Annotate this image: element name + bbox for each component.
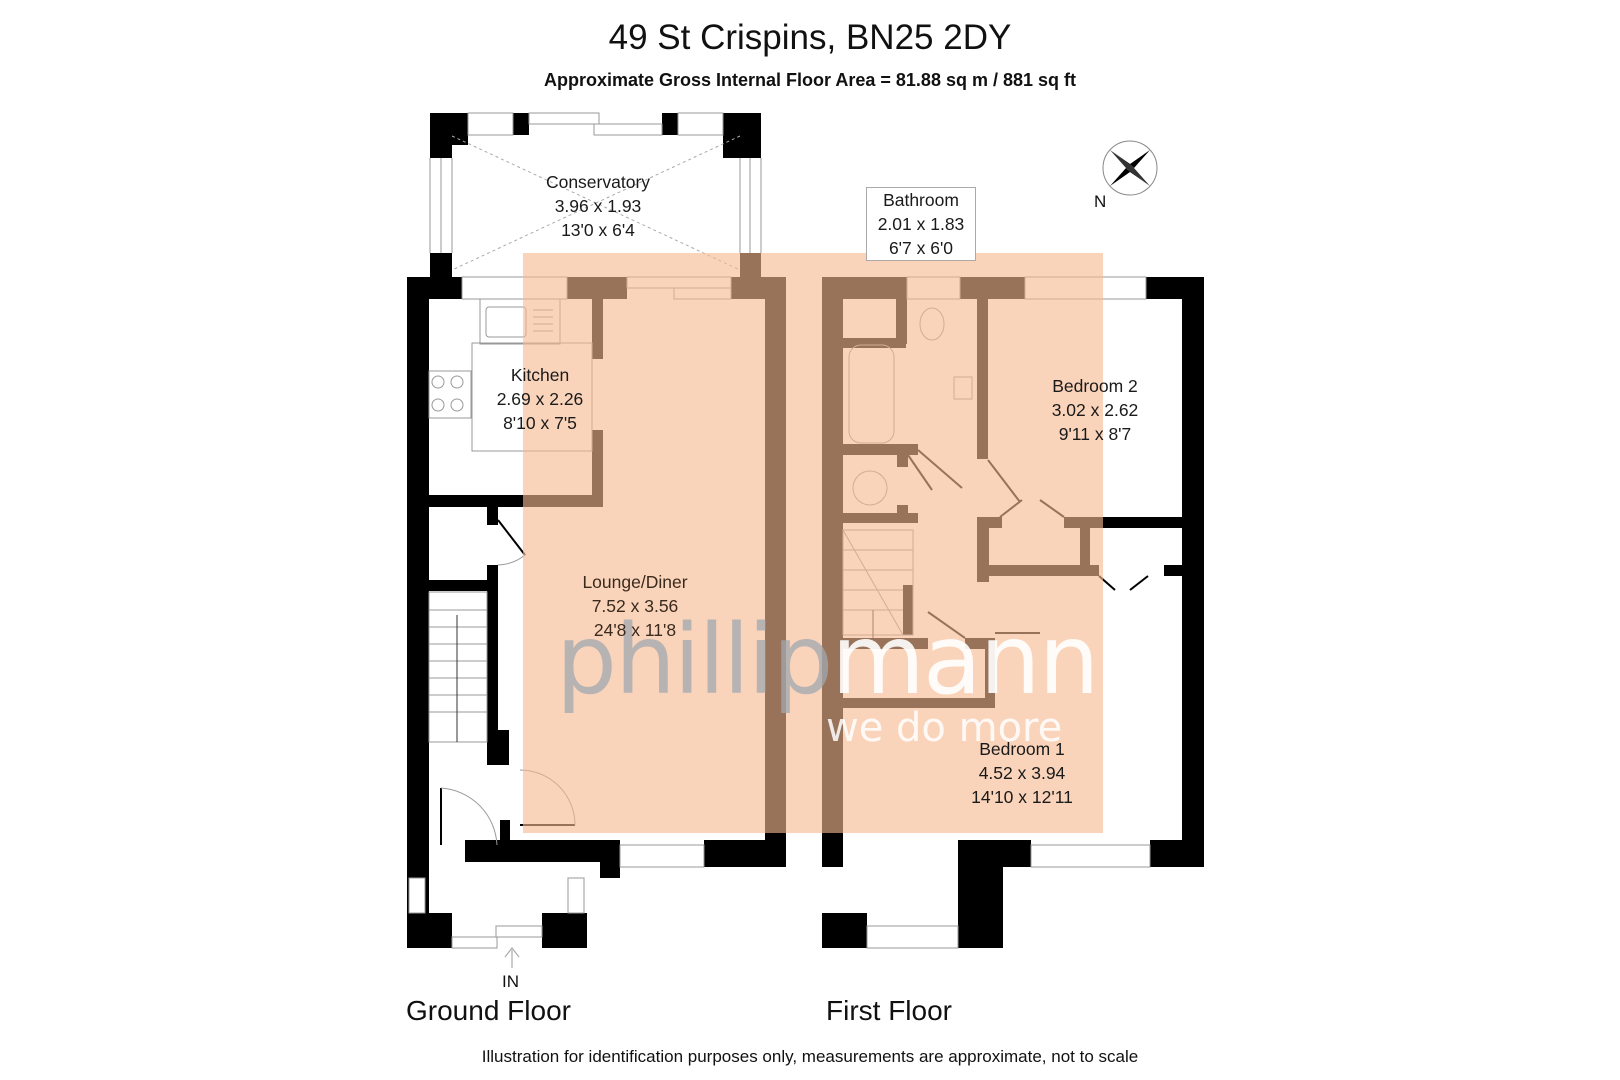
room-metric: 4.52 x 3.94: [978, 763, 1066, 783]
first-floor-label: First Floor: [826, 995, 952, 1026]
room-label-bathroom: Bathroom 2.01 x 1.83 6'7 x 6'0: [866, 187, 976, 261]
disclaimer-text: Illustration for identification purposes…: [481, 1047, 1139, 1066]
room-imperial: 9'11 x 8'7: [1058, 424, 1132, 444]
room-name: Bedroom 1: [979, 739, 1065, 759]
room-label-conservatory: Conservatory 3.96 x 1.93 13'0 x 6'4: [508, 170, 688, 242]
room-name: Kitchen: [510, 365, 570, 385]
room-name: Bathroom: [883, 190, 959, 210]
watermark-tagline: we do more: [826, 705, 1063, 751]
room-name: Lounge/Diner: [582, 572, 688, 592]
room-metric: 3.96 x 1.93: [554, 196, 642, 216]
room-label-bedroom-2: Bedroom 2 3.02 x 2.62 9'11 x 8'7: [1020, 374, 1170, 446]
room-imperial: 13'0 x 6'4: [561, 220, 635, 240]
entrance-label: IN: [502, 972, 519, 991]
floor-area-subtitle: Approximate Gross Internal Floor Area = …: [543, 70, 1076, 90]
room-metric: 2.01 x 1.83: [877, 214, 965, 234]
room-metric: 7.52 x 3.56: [591, 596, 679, 616]
page-title: 49 St Crispins, BN25 2DY: [608, 18, 1012, 57]
room-imperial: 24'8 x 11'8: [593, 620, 677, 640]
watermark-brand: phillipmann: [556, 612, 1099, 708]
room-label-bedroom-1: Bedroom 1 4.52 x 3.94 14'10 x 12'11: [942, 737, 1102, 809]
room-metric: 2.69 x 2.26: [496, 389, 584, 409]
room-label-lounge-diner: Lounge/Diner 7.52 x 3.56 24'8 x 11'8: [545, 570, 725, 642]
room-label-kitchen: Kitchen 2.69 x 2.26 8'10 x 7'5: [465, 363, 615, 435]
ground-floor-label: Ground Floor: [406, 995, 571, 1026]
room-metric: 3.02 x 2.62: [1051, 400, 1139, 420]
room-imperial: 6'7 x 6'0: [888, 238, 954, 258]
watermark-brand-part2: mann: [831, 604, 1099, 716]
compass-rose-icon: [1102, 140, 1158, 196]
room-name: Conservatory: [545, 172, 651, 192]
room-imperial: 8'10 x 7'5: [503, 413, 577, 433]
compass-north-label: N: [1094, 192, 1107, 211]
room-imperial: 14'10 x 12'11: [971, 787, 1073, 807]
room-name: Bedroom 2: [1052, 376, 1138, 396]
highlight-overlay: [523, 253, 1103, 833]
watermark-brand-part1: phillip: [556, 604, 833, 716]
